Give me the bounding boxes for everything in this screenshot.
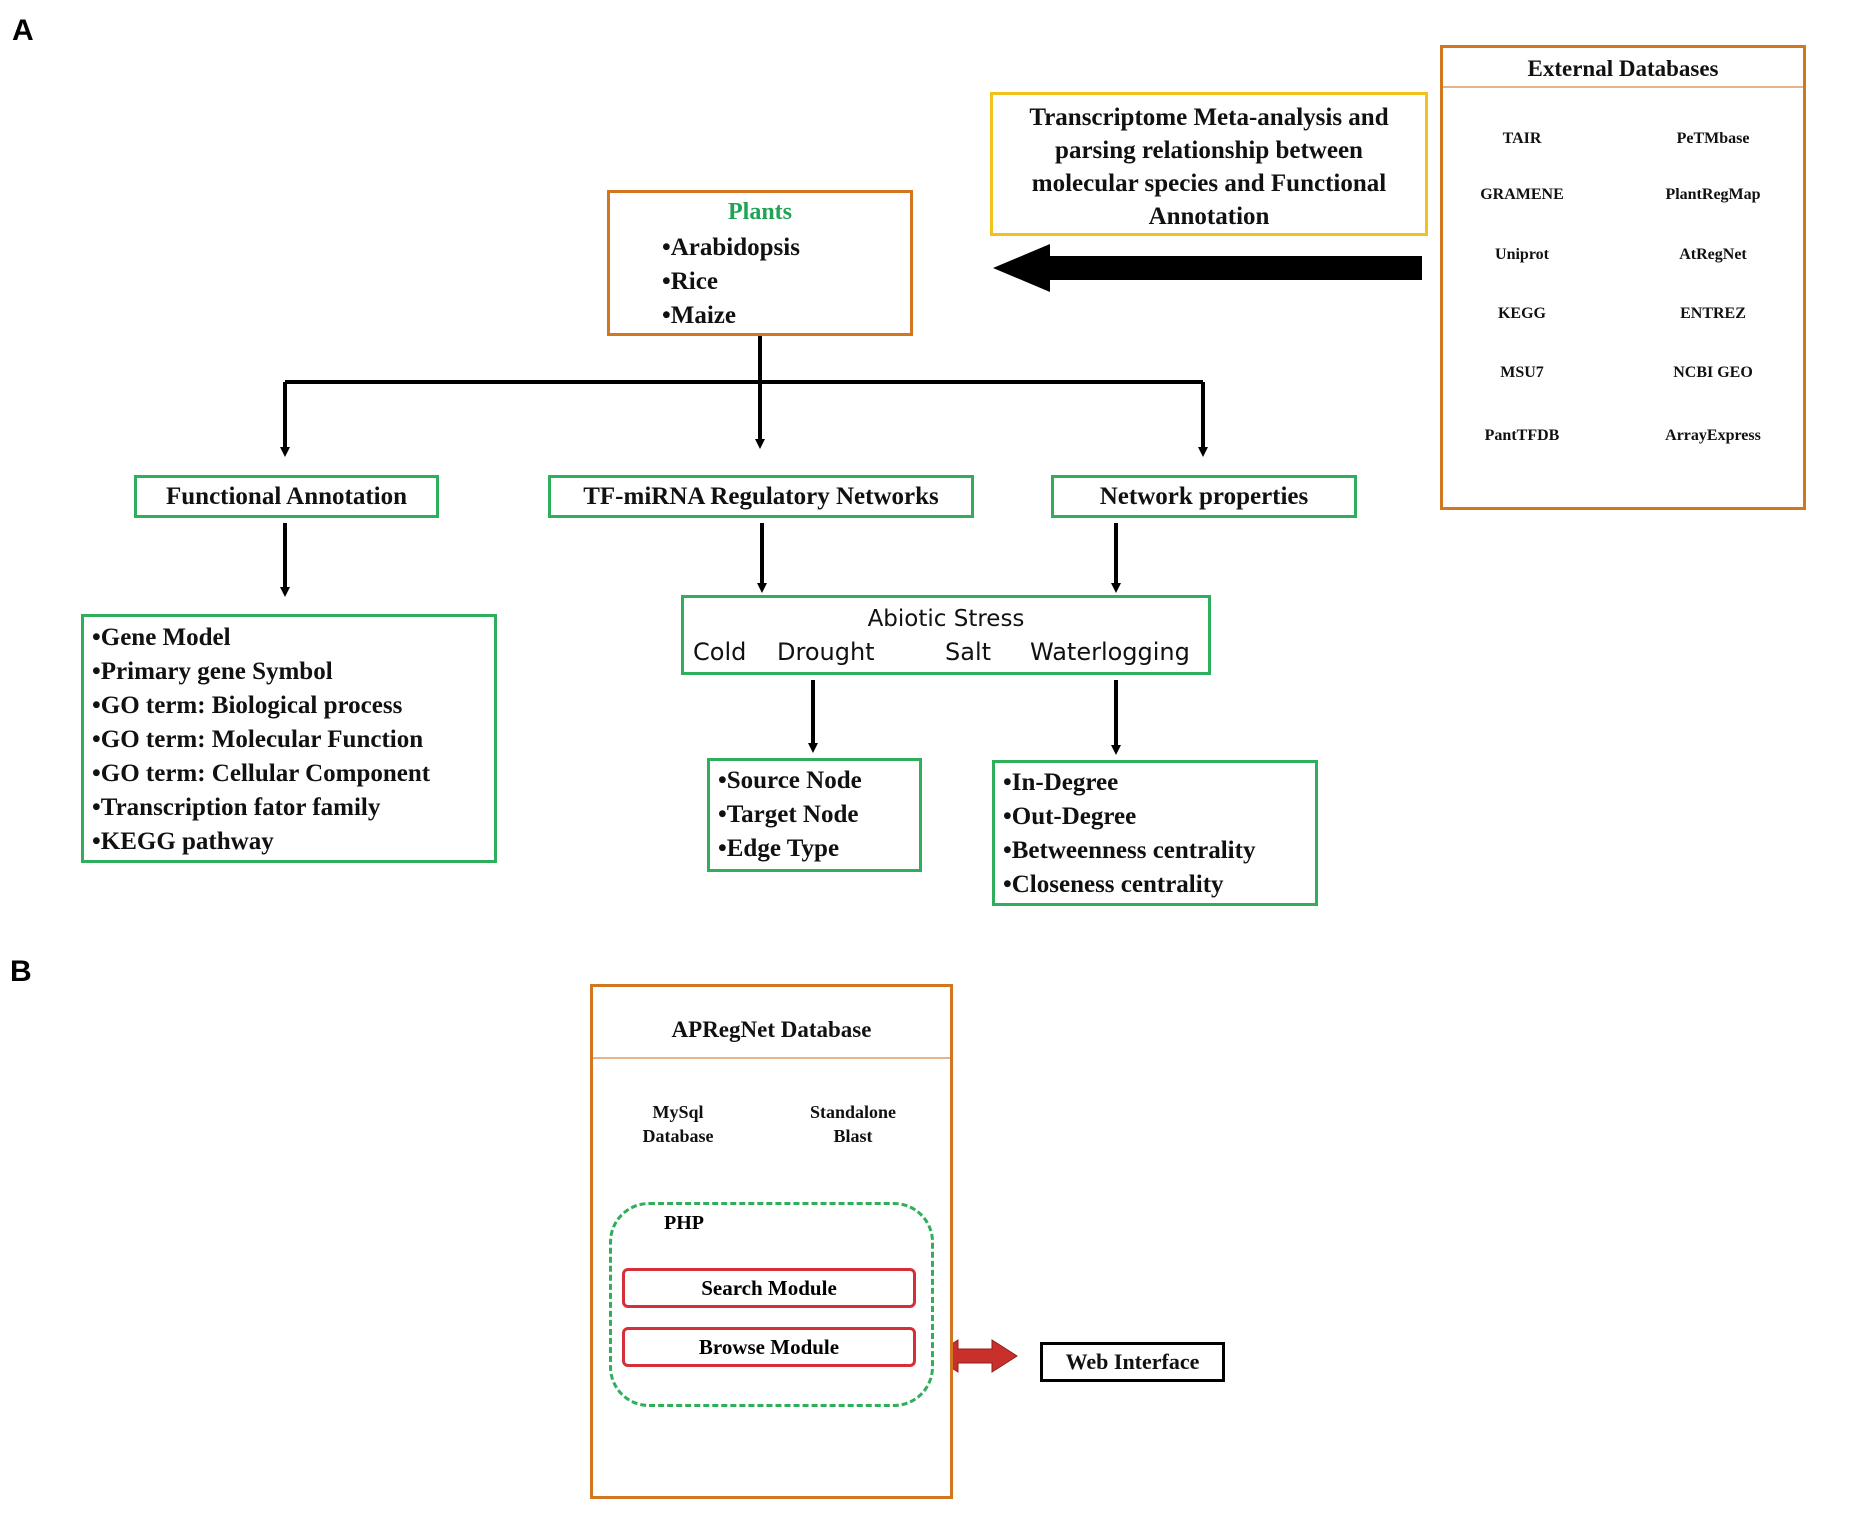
arrows bbox=[280, 382, 1208, 755]
search-module: Search Module bbox=[622, 1268, 916, 1308]
panel-label-b: B bbox=[10, 955, 32, 988]
meta-analysis-line-3: molecular species and Functional bbox=[1031, 170, 1387, 197]
external-databases-divider bbox=[1443, 86, 1803, 88]
functional-annotation-list: •Gene Model •Primary gene Symbol •GO ter… bbox=[92, 621, 430, 859]
node-item: •Source Node bbox=[718, 767, 862, 794]
tf-mirna-box: TF-miRNA Regulatory Networks bbox=[548, 475, 974, 518]
external-database-label: TAIR bbox=[1502, 130, 1542, 147]
meta-analysis-line-2: parsing relationship between bbox=[1055, 137, 1363, 164]
stress-salt: Salt bbox=[945, 638, 992, 666]
external-database-label: AtRegNet bbox=[1679, 246, 1747, 263]
property-item: •Betweenness centrality bbox=[1003, 837, 1256, 864]
external-database-label: PantTFDB bbox=[1484, 427, 1560, 444]
plants-box: Plants •Arabidopsis •Rice •Maize bbox=[607, 190, 913, 336]
blast-line-2: Blast bbox=[833, 1126, 873, 1146]
plants-list: •Arabidopsis •Rice •Maize bbox=[662, 231, 800, 333]
panel-label-a: A bbox=[12, 14, 34, 47]
annotation-item: •Primary gene Symbol bbox=[92, 658, 333, 685]
network-properties-list: •In-Degree •Out-Degree •Betweenness cent… bbox=[1003, 766, 1255, 902]
double-red-arrow bbox=[932, 1339, 1018, 1373]
property-item: •In-Degree bbox=[1003, 769, 1119, 796]
external-databases-title: External Databases bbox=[1527, 56, 1719, 81]
node-item: •Edge Type bbox=[718, 835, 840, 862]
property-item: •Out-Degree bbox=[1003, 803, 1137, 830]
apregnet-divider bbox=[593, 1057, 950, 1059]
network-properties-box: Network properties bbox=[1051, 475, 1357, 518]
big-left-arrow bbox=[993, 244, 1422, 292]
web-interface-box: Web Interface bbox=[1040, 1342, 1225, 1382]
apregnet-database-box: APRegNet Database bbox=[590, 984, 953, 1499]
external-database-label: PlantRegMap bbox=[1665, 186, 1761, 203]
stress-waterlogging: Waterlogging bbox=[1030, 638, 1190, 666]
functional-annotation-label: Functional Annotation bbox=[165, 483, 408, 510]
external-database-label: Uniprot bbox=[1495, 246, 1549, 263]
annotation-item: •GO term: Molecular Function bbox=[92, 726, 424, 753]
external-database-label: KEGG bbox=[1497, 305, 1546, 322]
annotation-item: •Transcription fator family bbox=[92, 794, 381, 821]
abiotic-stress-box: Abiotic Stress Cold Drought Salt Waterlo… bbox=[681, 595, 1211, 675]
meta-analysis-line-1: Transcriptome Meta-analysis and bbox=[1029, 104, 1389, 131]
browse-module: Browse Module bbox=[622, 1327, 916, 1367]
abiotic-stress-title: Abiotic Stress bbox=[867, 606, 1025, 632]
annotation-item: •KEGG pathway bbox=[92, 828, 274, 855]
connectors bbox=[285, 336, 1203, 384]
network-properties-details-box: •In-Degree •Out-Degree •Betweenness cent… bbox=[992, 760, 1318, 906]
external-database-label: ArrayExpress bbox=[1665, 427, 1761, 444]
web-interface-label: Web Interface bbox=[1065, 1349, 1200, 1374]
stress-drought: Drought bbox=[777, 638, 875, 666]
external-database-label: NCBI GEO bbox=[1673, 364, 1753, 381]
property-item: •Closeness centrality bbox=[1003, 871, 1224, 898]
external-database-label: GRAMENE bbox=[1480, 186, 1564, 203]
plant-item: •Rice bbox=[662, 268, 718, 295]
network-nodes-box: •Source Node •Target Node •Edge Type bbox=[707, 758, 922, 872]
network-properties-label: Network properties bbox=[1099, 483, 1309, 510]
node-item: •Target Node bbox=[718, 801, 859, 828]
external-database-label: MSU7 bbox=[1500, 364, 1544, 381]
tf-mirna-label: TF-miRNA Regulatory Networks bbox=[583, 483, 939, 510]
blast-line-1: Standalone bbox=[809, 1102, 897, 1122]
meta-analysis-box: Transcriptome Meta-analysis and parsing … bbox=[990, 92, 1428, 236]
mysql-line-1: MySql bbox=[652, 1102, 704, 1122]
php-region bbox=[609, 1202, 934, 1407]
standalone-blast-label: Standalone Blast bbox=[792, 1100, 914, 1148]
annotation-item: •GO term: Biological process bbox=[92, 692, 403, 719]
external-databases-box: External Databases bbox=[1440, 45, 1806, 510]
plant-item: •Maize bbox=[662, 302, 736, 329]
annotation-item: •GO term: Cellular Component bbox=[92, 760, 431, 787]
network-nodes-list: •Source Node •Target Node •Edge Type bbox=[718, 764, 862, 866]
plants-title: Plants bbox=[727, 199, 792, 225]
php-label: PHP bbox=[664, 1212, 704, 1234]
apregnet-title: APRegNet Database bbox=[671, 1017, 872, 1042]
external-database-label: PeTMbase bbox=[1676, 130, 1750, 147]
functional-annotation-details-box: •Gene Model •Primary gene Symbol •GO ter… bbox=[81, 614, 497, 863]
plant-item: •Arabidopsis bbox=[662, 234, 800, 261]
functional-annotation-box: Functional Annotation bbox=[134, 475, 439, 518]
stress-cold: Cold bbox=[693, 638, 747, 666]
external-database-label: ENTREZ bbox=[1680, 305, 1746, 322]
mysql-line-2: Database bbox=[642, 1126, 714, 1146]
annotation-item: •Gene Model bbox=[92, 624, 231, 651]
mysql-database-label: MySql Database bbox=[622, 1100, 734, 1148]
meta-analysis-line-4: Annotation bbox=[1148, 203, 1270, 230]
